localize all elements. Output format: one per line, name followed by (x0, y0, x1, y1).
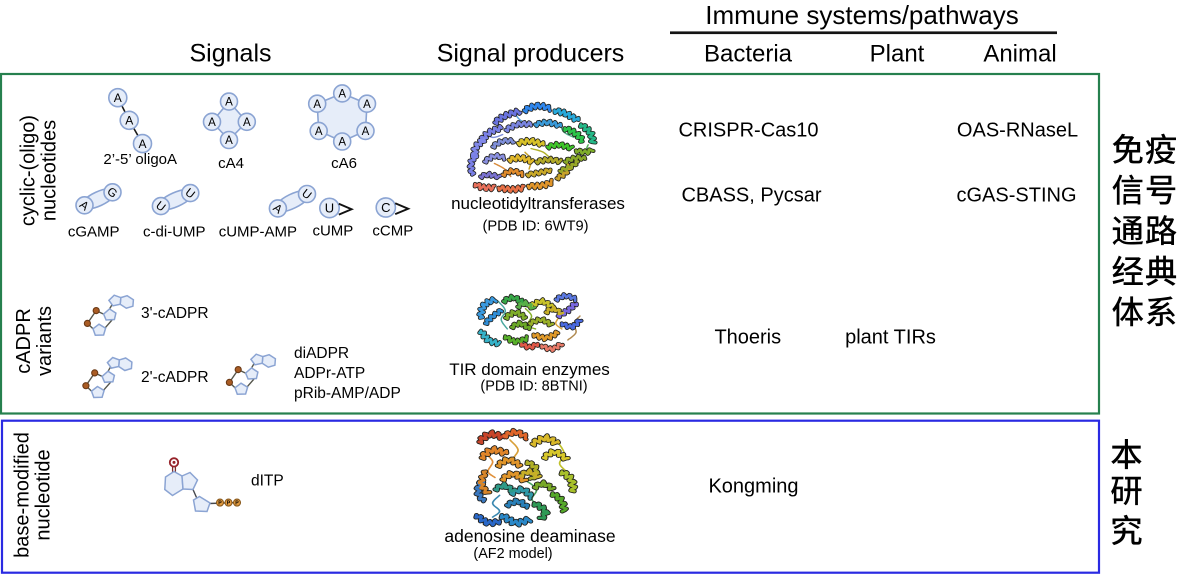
svg-text:A: A (313, 99, 321, 111)
svg-text:A: A (315, 126, 323, 138)
svg-text:OAS-RNaseL: OAS-RNaseL (957, 120, 1078, 142)
svg-text:cA6: cA6 (331, 155, 357, 172)
svg-text:CBASS, Pycsar: CBASS, Pycsar (681, 185, 821, 207)
svg-text:P: P (227, 500, 231, 506)
svg-text:A: A (362, 126, 370, 138)
svg-text:P: P (218, 500, 222, 506)
svg-text:cUMP-AMP: cUMP-AMP (219, 224, 297, 241)
svg-text:ADPr-ATP: ADPr-ATP (294, 365, 365, 382)
svg-text:cUMP: cUMP (312, 223, 353, 240)
svg-text:cA4: cA4 (218, 155, 244, 172)
svg-text:A: A (208, 117, 216, 129)
svg-text:cADPR: cADPR (13, 308, 35, 374)
svg-text:3'-cADPR: 3'-cADPR (141, 305, 209, 322)
svg-text:Kongming: Kongming (708, 476, 798, 498)
svg-text:A: A (114, 91, 122, 105)
svg-text:Plant: Plant (870, 41, 925, 68)
svg-text:A: A (243, 117, 251, 129)
svg-text:dITP: dITP (251, 473, 284, 490)
svg-text:2'-cADPR: 2'-cADPR (141, 369, 209, 386)
svg-text:C: C (381, 200, 390, 215)
svg-text:TIR domain enzymes: TIR domain enzymes (449, 360, 610, 379)
svg-text:Thoeris: Thoeris (714, 327, 781, 349)
svg-text:adenosine deaminase: adenosine deaminase (444, 526, 615, 546)
svg-text:cGAMP: cGAMP (68, 224, 120, 241)
svg-text:cGAS-STING: cGAS-STING (956, 185, 1076, 207)
svg-text:Signal producers: Signal producers (437, 40, 625, 68)
svg-text:(AF2 model): (AF2 model) (473, 546, 552, 562)
svg-text:CRISPR-Cas10: CRISPR-Cas10 (678, 120, 818, 142)
svg-text:Animal: Animal (983, 41, 1056, 68)
svg-text:Immune systems/pathways: Immune systems/pathways (705, 0, 1019, 30)
svg-text:A: A (125, 114, 133, 128)
svg-text:A: A (225, 97, 233, 109)
svg-text:base-modified: base-modified (12, 432, 34, 558)
svg-text:A: A (225, 135, 233, 147)
svg-text:Signals: Signals (190, 40, 272, 68)
svg-text:nucleotidyltransferases: nucleotidyltransferases (451, 194, 625, 213)
svg-text:pRib-AMP/ADP: pRib-AMP/ADP (294, 385, 401, 402)
svg-text:c-di-UMP: c-di-UMP (143, 224, 206, 241)
svg-text:Bacteria: Bacteria (704, 41, 793, 68)
svg-text:A: A (338, 89, 346, 101)
svg-text:variants: variants (34, 306, 56, 376)
svg-text:A: A (363, 99, 371, 111)
svg-text:(PDB ID: 6WT9): (PDB ID: 6WT9) (482, 219, 588, 235)
svg-text:plant TIRs: plant TIRs (845, 327, 936, 349)
svg-text:U: U (325, 201, 334, 216)
svg-text:diADPR: diADPR (294, 345, 349, 362)
svg-text:(PDB ID: 8BTNI): (PDB ID: 8BTNI) (480, 379, 587, 395)
svg-text:A: A (338, 137, 346, 149)
svg-text:A: A (138, 137, 146, 151)
svg-text:2’-5’ oligoA: 2’-5’ oligoA (103, 151, 177, 168)
svg-text:nucleotide: nucleotide (33, 449, 55, 540)
svg-text:cyclic-(oligo): cyclic-(oligo) (18, 115, 40, 226)
svg-text:cCMP: cCMP (372, 223, 413, 240)
svg-text:P: P (235, 500, 239, 506)
svg-text:nucleotides: nucleotides (39, 120, 61, 221)
